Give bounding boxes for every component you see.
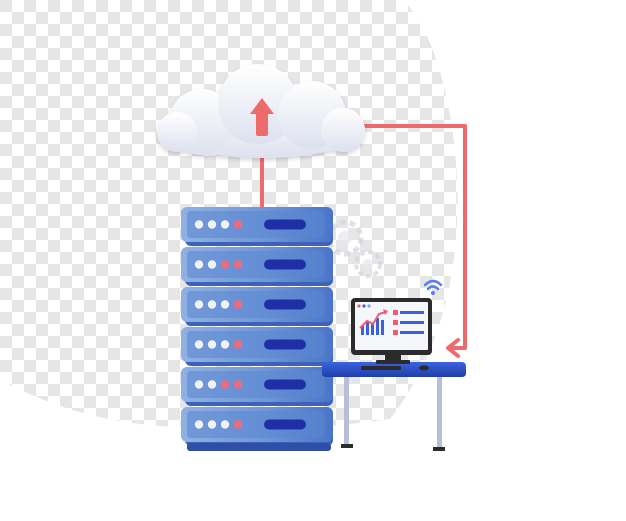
- server-led: [233, 340, 243, 349]
- server-drive-slot: [264, 259, 306, 270]
- desk-leg-left: [344, 370, 349, 448]
- server-led: [207, 380, 217, 389]
- data-flow-arrows: [260, 124, 467, 358]
- server-drive-slot: [264, 339, 306, 350]
- monitor-icon: [351, 298, 432, 364]
- server-led: [233, 380, 243, 389]
- server-base: [187, 443, 331, 451]
- server-rack: [181, 207, 333, 451]
- arrow-cloud-to-desk: [358, 124, 467, 350]
- server-led: [220, 260, 230, 269]
- server-drive-slot: [264, 379, 306, 390]
- arrow-head-desk: [446, 338, 460, 358]
- server-unit: [181, 407, 333, 446]
- server-led: [207, 420, 217, 429]
- server-led: [194, 220, 204, 229]
- server-led: [194, 260, 204, 269]
- server-drive-slot: [264, 299, 306, 310]
- server-led: [233, 220, 243, 229]
- server-unit: [181, 247, 333, 286]
- screen-chart: [359, 309, 388, 335]
- server-led: [220, 380, 230, 389]
- upload-arrow-icon: [250, 98, 274, 136]
- server-unit: [181, 207, 333, 246]
- server-unit: [181, 327, 333, 366]
- server-led: [207, 340, 217, 349]
- server-led: [220, 220, 230, 229]
- server-drive-slot: [264, 219, 306, 230]
- cloud-icon: [157, 64, 365, 158]
- server-drive-slot: [264, 419, 306, 430]
- server-led: [194, 380, 204, 389]
- server-led: [194, 300, 204, 309]
- server-unit: [181, 287, 333, 326]
- gear-icon: [326, 219, 382, 278]
- server-led: [233, 260, 243, 269]
- keyboard-icon: [361, 366, 401, 370]
- server-led: [220, 340, 230, 349]
- screen-list: [393, 310, 424, 335]
- server-led: [207, 300, 217, 309]
- mouse-icon: [419, 365, 429, 371]
- wifi-icon: [423, 279, 443, 295]
- server-led: [220, 420, 230, 429]
- server-led: [194, 340, 204, 349]
- server-led: [194, 420, 204, 429]
- server-led: [207, 220, 217, 229]
- server-unit: [181, 367, 333, 406]
- server-led: [233, 300, 243, 309]
- server-led: [233, 420, 243, 429]
- server-led: [207, 260, 217, 269]
- desk-leg-right: [437, 370, 442, 450]
- server-led: [220, 300, 230, 309]
